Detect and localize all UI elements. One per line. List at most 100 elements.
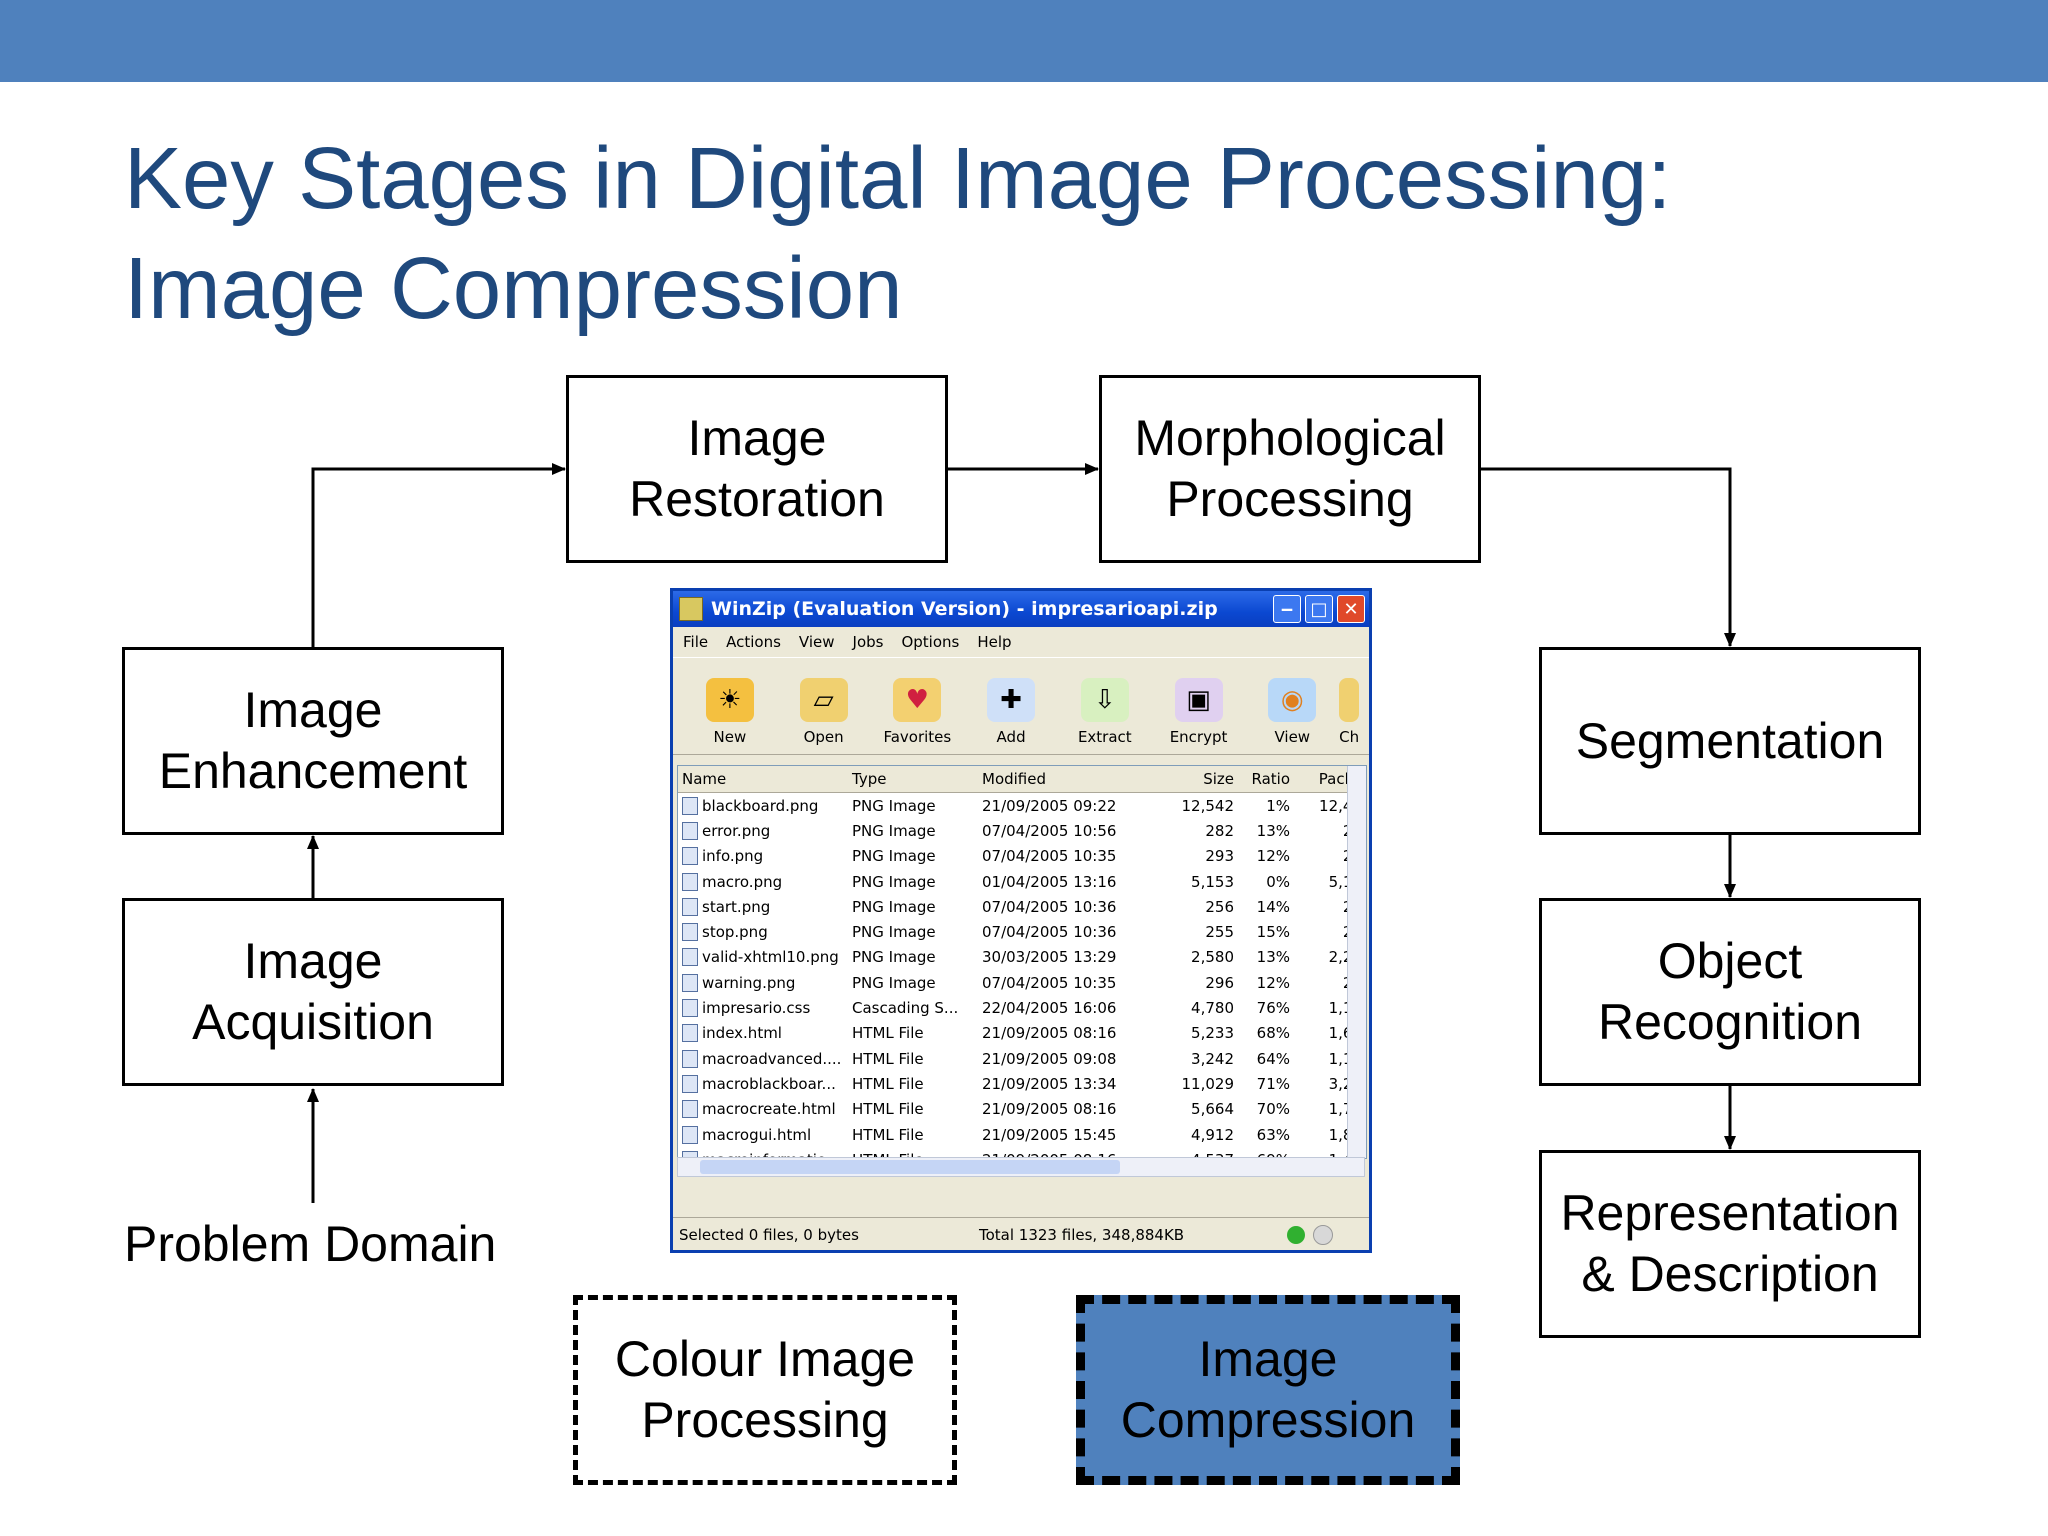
- file-modified-cell: 30/03/2005 13:29: [982, 948, 1117, 967]
- horizontal-scroll-thumb[interactable]: [700, 1160, 1120, 1174]
- file-name-cell: macrocreate.html: [678, 1100, 848, 1119]
- encrypt-lock-icon: ▣: [1174, 678, 1223, 722]
- minimize-icon[interactable]: ‒: [1273, 595, 1301, 623]
- column-type[interactable]: Type: [852, 770, 887, 788]
- file-list: Name Type Modified Size Ratio Packe blac…: [677, 765, 1367, 1159]
- status-total: Total 1323 files, 348,884KB: [979, 1226, 1185, 1244]
- column-modified[interactable]: Modified: [982, 770, 1047, 788]
- toolbar-encrypt-label: Encrypt: [1169, 728, 1228, 746]
- image-acquisition-label: Image Acquisition: [192, 933, 434, 1050]
- file-packed-cell: 1,40: [1294, 1151, 1366, 1158]
- toolbar-favorites-label: Favorites: [883, 728, 952, 746]
- file-name-text: macro.png: [702, 872, 783, 891]
- problem-domain-label: Problem Domain: [124, 1216, 497, 1272]
- column-ratio[interactable]: Ratio: [1251, 770, 1290, 788]
- toolbar-extract-button[interactable]: ⇩ Extract: [1058, 678, 1152, 754]
- menu-actions[interactable]: Actions: [726, 633, 781, 651]
- file-name-cell: index.html: [678, 1024, 848, 1043]
- file-icon: [682, 1100, 698, 1119]
- column-size[interactable]: Size: [1203, 770, 1234, 788]
- image-restoration-label: Image Restoration: [629, 410, 885, 527]
- file-name-text: stop.png: [702, 923, 768, 942]
- file-modified-cell: 21/09/2005 13:34: [982, 1074, 1117, 1093]
- file-ratio-cell: 14%: [1256, 897, 1290, 916]
- file-modified-cell: 07/04/2005 10:35: [982, 847, 1117, 866]
- file-icon: [682, 897, 698, 916]
- file-type-cell: PNG Image: [852, 973, 936, 992]
- file-icon: [682, 973, 698, 992]
- file-icon: [682, 1024, 698, 1043]
- file-type-cell: PNG Image: [852, 796, 936, 815]
- column-name[interactable]: Name: [682, 770, 727, 788]
- box-image-acquisition: Image Acquisition: [122, 898, 504, 1086]
- colour-image-processing-label: Colour Image Processing: [614, 1331, 916, 1448]
- file-size-cell: 255: [1205, 923, 1234, 942]
- file-size-cell: 4,537: [1148, 1151, 1238, 1158]
- close-icon[interactable]: ✕: [1337, 595, 1365, 623]
- menu-file[interactable]: File: [683, 633, 709, 651]
- toolbar-encrypt-button[interactable]: ▣ Encrypt: [1152, 678, 1246, 754]
- menu-jobs[interactable]: Jobs: [852, 633, 884, 651]
- file-type-cell: HTML File: [852, 1049, 924, 1068]
- toolbar-add-button[interactable]: ✚ Add: [964, 678, 1058, 754]
- header-bar: [0, 0, 2048, 82]
- file-type-cell: HTML File: [852, 1024, 924, 1043]
- arrow-morphological-to-segmentation: [1480, 467, 1736, 647]
- file-type-cell: PNG Image: [852, 872, 936, 891]
- file-icon: [682, 1150, 698, 1158]
- file-ratio-cell: 71%: [1256, 1074, 1290, 1093]
- favorites-heart-icon: ♥: [893, 678, 942, 722]
- title-line-2: Image Compression: [124, 240, 903, 337]
- file-ratio-cell: 68%: [1256, 1024, 1290, 1043]
- file-name-cell: info.png: [678, 847, 848, 866]
- toolbar-open-label: Open: [803, 728, 844, 746]
- file-modified-cell: 21/09/2005 09:22: [982, 796, 1117, 815]
- toolbar-add-label: Add: [996, 728, 1026, 746]
- new-archive-icon: ☀: [705, 678, 754, 722]
- toolbar-view-button[interactable]: ◉ View: [1245, 678, 1339, 754]
- toolbar-view-label: View: [1274, 728, 1311, 746]
- file-name-text: blackboard.png: [702, 796, 819, 815]
- box-image-restoration: Image Restoration: [566, 375, 948, 563]
- toolbar-favorites-button[interactable]: ♥ Favorites: [870, 678, 964, 754]
- file-name-text: error.png: [702, 821, 771, 840]
- toolbar-checkout-label: Ch: [1339, 728, 1360, 746]
- toolbar-open-button[interactable]: ▱ Open: [777, 678, 871, 754]
- file-name-cell: macro.png: [678, 872, 848, 891]
- morphological-processing-label: Morphological Processing: [1134, 410, 1446, 527]
- toolbar-checkout-button[interactable]: Ch: [1339, 678, 1369, 754]
- menu-options[interactable]: Options: [901, 633, 960, 651]
- maximize-icon[interactable]: □: [1305, 595, 1333, 623]
- add-files-icon: ✚: [987, 678, 1036, 722]
- menu-view[interactable]: View: [798, 633, 835, 651]
- horizontal-scrollbar[interactable]: [677, 1157, 1365, 1177]
- file-type-cell: PNG Image: [852, 897, 936, 916]
- file-modified-cell: 01/04/2005 13:16: [982, 872, 1117, 891]
- status-green-light-icon: [1287, 1226, 1305, 1244]
- box-colour-image-processing: Colour Image Processing: [573, 1295, 957, 1485]
- extract-icon: ⇩: [1080, 678, 1129, 722]
- file-list-header: Name Type Modified Size Ratio Packe: [678, 766, 1366, 793]
- file-size-cell: 5,233: [1191, 1024, 1234, 1043]
- toolbar-new-button[interactable]: ☀ New: [683, 678, 777, 754]
- file-type-cell: HTML File: [852, 1074, 924, 1093]
- vertical-scrollbar[interactable]: [1347, 766, 1366, 1158]
- title-line-1: Key Stages in Digital Image Processing:: [124, 130, 1672, 227]
- file-modified-cell: 21/09/2005 08:16: [982, 1100, 1117, 1119]
- menu-help[interactable]: Help: [977, 633, 1012, 651]
